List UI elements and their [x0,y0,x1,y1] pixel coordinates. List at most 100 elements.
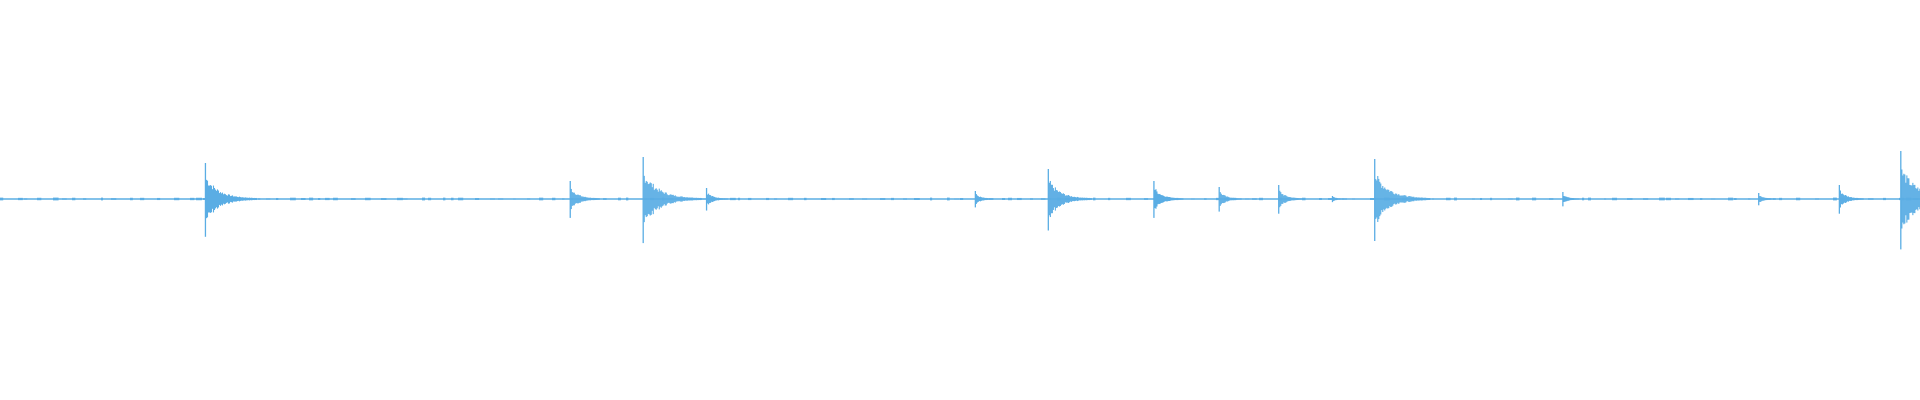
transient-tail-bar [1860,198,1862,200]
transient-tail-bar [1333,197,1336,201]
noise-floor-segment [428,197,432,201]
noise-floor-segment [351,198,356,200]
transient-tail-bar [1905,182,1907,216]
noise-floor-segment [190,197,195,201]
transient-tail-bar [1424,197,1426,201]
transient-tail-bar [684,197,686,201]
noise-floor-segment [18,197,23,201]
transient-tail-bar [597,198,599,200]
transient-tail-bar [708,193,710,205]
noise-floor-segment [1913,198,1919,200]
transient-tail-bar [696,197,698,201]
noise-floor-segment [1191,198,1195,200]
transient-tail-bar [1052,188,1054,210]
transient-tail-bar [1391,191,1393,207]
noise-floor-segment [670,197,674,201]
transient-tail-bar [580,196,582,202]
noise-floor-segment [1008,197,1012,201]
transient-tail-bar [1171,197,1173,201]
noise-floor-segment [203,198,207,200]
transient-tail-bar [1177,197,1179,201]
transient-tail-bar [695,197,697,201]
transient-tail-bar [709,194,711,204]
noise-floor-segment [397,197,403,201]
noise-floor-segment [111,198,117,200]
waveform-transient [1218,187,1242,212]
noise-floor-segment [1675,198,1680,200]
transient-tail-bar [660,190,662,208]
transient-tail-bar [1762,197,1764,201]
transient-tail-bar [674,195,676,203]
transient-tail-bar [1165,196,1167,202]
transient-tail-bar [1394,194,1396,204]
transient-tail-bar [1846,196,1848,202]
transient-tail-bar [248,197,251,201]
transient-tail-bar [246,197,249,201]
transient-tail-bar [207,185,210,213]
transient-tail-bar [1851,197,1853,201]
transient-tail-bar [592,197,594,201]
transient-tail-bar [218,193,221,205]
noise-floor-segment [1883,197,1886,201]
transient-tail-bar [1298,198,1300,200]
transient-tail-bar [659,191,661,207]
noise-floor-segment [443,197,446,201]
transient-tail-bar [239,197,242,201]
noise-floor-segment [1302,197,1306,201]
transient-tail-bar [1294,197,1296,201]
transient-tail-bar [725,198,727,200]
transient-tail-bar [1564,196,1566,202]
transient-tail-bar [1577,198,1579,200]
transient-tail-bar [1301,198,1303,200]
noise-floor-segment [1748,198,1751,200]
noise-floor-segment [422,197,426,201]
transient-tail-bar [673,195,675,203]
transient-tail-bar [983,197,985,201]
transient-tail-bar [685,197,687,201]
noise-floor-segment [1508,198,1513,200]
noise-floor-segment [1231,197,1237,201]
transient-tail-bar [726,198,728,200]
transient-tail-bar [596,198,598,200]
transient-tail-bar [678,196,680,202]
transient-tail-bar [1335,197,1338,201]
noise-floor-segment [989,198,994,200]
noise-floor-segment [1216,197,1221,201]
noise-floor-segment [1779,197,1783,201]
noise-floor-segment [702,198,707,200]
noise-floor-segment [365,197,371,201]
noise-floor-segment [570,198,574,200]
noise-floor-segment [1204,198,1207,200]
noise-floor-segment [1627,198,1633,200]
noise-floor-segment [101,197,104,201]
transient-tail-bar [1297,198,1299,200]
transient-tail-bar [1393,193,1395,205]
transient-tail-bar [220,193,223,205]
transient-tail-bar [1229,197,1231,201]
noise-floor-segment [196,197,202,201]
transient-tail-bar [1050,184,1052,214]
transient-tail-bar [235,196,238,202]
noise-floor-segment [562,198,565,200]
transient-tail-bar [587,197,589,201]
transient-tail-bar [1081,197,1083,201]
transient-tail-bar [976,195,978,203]
transient-tail-bar [1396,193,1398,205]
transient-tail-bar [667,195,669,203]
transient-tail-bar [1053,190,1055,208]
transient-tail-bar [1164,196,1166,202]
noise-floor-segment [1711,198,1716,200]
transient-tail-bar [1861,198,1863,200]
transient-tail-bar [1079,197,1081,201]
transient-tail-bar [210,185,213,213]
transient-tail-bar [1423,197,1425,201]
transient-tail-bar [721,198,723,200]
transient-tail-bar [1426,197,1428,201]
transient-tail-bar [715,197,717,201]
noise-floor-segment [243,198,246,200]
transient-tail-bar [654,188,656,210]
transient-tail-bar [1339,198,1342,200]
transient-tail-bar [255,197,258,201]
noise-floor-segment [788,197,794,201]
